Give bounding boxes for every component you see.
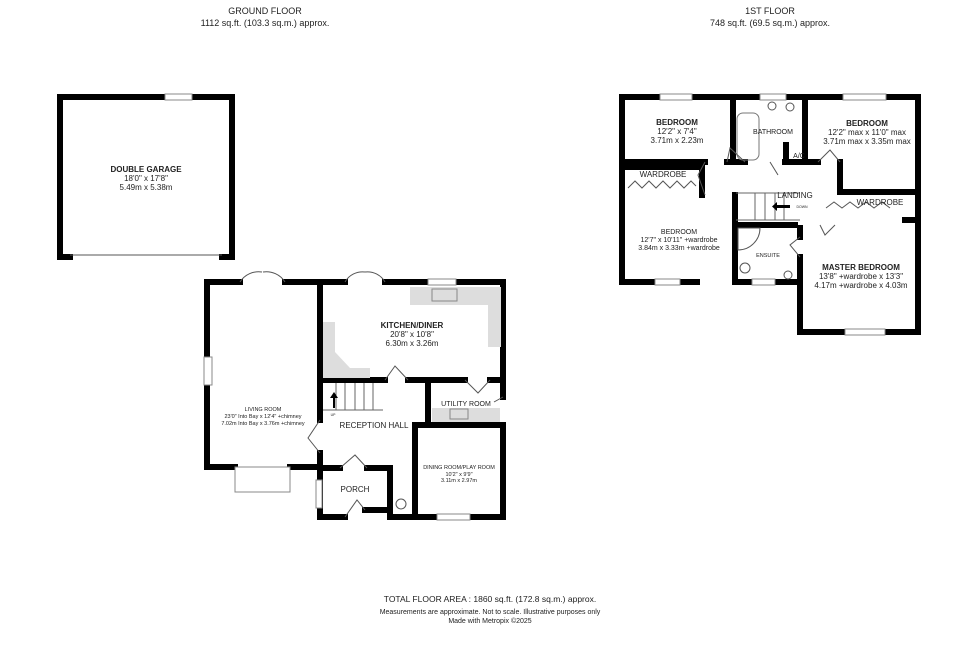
- bedroom-3-dim-metric: 3.71m max x 3.35m max: [823, 137, 911, 146]
- bedroom-2-dim-imperial: 12'2" x 7'4": [657, 127, 697, 136]
- bedroom-4-dim-imperial: 12'7" x 10'11" +wardrobe: [641, 237, 718, 244]
- first-floor-walls: [619, 93, 921, 336]
- landing-label: LANDING: [777, 191, 813, 200]
- bedroom-2-label: BEDROOM: [656, 118, 698, 127]
- bedroom-4-dim-metric: 3.84m x 3.33m +wardrobe: [638, 245, 720, 252]
- garage-label: DOUBLE GARAGE: [110, 165, 182, 174]
- utility-room-label: UTILITY ROOM: [441, 401, 491, 408]
- total-floor-area: TOTAL FLOOR AREA : 1860 sq.ft. (172.8 sq…: [384, 594, 596, 604]
- garage: [57, 93, 235, 260]
- ground-floor-title: GROUND FLOOR: [228, 6, 302, 16]
- kitchen-dim-imperial: 20'8" x 10'8": [390, 330, 434, 339]
- master-bedroom-dim-imperial: 13'8" +wardrobe x 13'3": [819, 272, 903, 281]
- dining-room-dim-metric: 3.11m x 2.97m: [441, 478, 477, 484]
- stairs-up-label: UP: [331, 413, 337, 417]
- bathroom-label: BATHROOM: [753, 129, 793, 136]
- dining-room-dim-imperial: 10'2" x 9'9": [445, 472, 472, 478]
- ground-floor-area: 1112 sq.ft. (103.3 sq.m.) approx.: [201, 18, 330, 28]
- wardrobe-label: WARDROBE: [640, 170, 687, 179]
- living-room-dim-imperial: 23'0" Into Bay x 12'4" +chimney: [224, 414, 301, 420]
- bedroom-4-label: BEDROOM: [661, 229, 697, 236]
- bedroom-3-dim-imperial: 12'2" max x 11'0" max: [828, 128, 906, 137]
- bedroom-2-dim-metric: 3.71m x 2.23m: [651, 136, 704, 145]
- kitchen-dim-metric: 6.30m x 3.26m: [386, 339, 439, 348]
- garage-dim-imperial: 18'0" x 17'8": [124, 174, 168, 183]
- disclaimer: Measurements are approximate. Not to sca…: [380, 609, 601, 616]
- ensuite-label: ENSUITE: [756, 253, 780, 259]
- first-floor-area: 748 sq.ft. (69.5 sq.m.) approx.: [710, 18, 830, 28]
- airing-cupboard-label: A/C: [793, 153, 805, 160]
- first-floor-title: 1ST FLOOR: [745, 6, 795, 16]
- master-wardrobe-label: WARDROBE: [857, 198, 904, 207]
- dining-room-label: DINING ROOM/PLAY ROOM: [423, 465, 495, 471]
- kitchen-label: KITCHEN/DINER: [381, 321, 444, 330]
- garage-dim-metric: 5.49m x 5.38m: [120, 183, 173, 192]
- master-bedroom-label: MASTER BEDROOM: [822, 263, 900, 272]
- credit: Made with Metropix ©2025: [448, 617, 531, 625]
- stairs-down-label: DOWN: [796, 205, 808, 209]
- living-room-label: LIVING ROOM: [245, 407, 282, 413]
- reception-hall-label: RECEPTION HALL: [340, 421, 409, 430]
- master-bedroom-dim-metric: 4.17m +wardrobe x 4.03m: [814, 281, 907, 290]
- bedroom-3-label: BEDROOM: [846, 119, 888, 128]
- living-room-dim-metric: 7.02m Into Bay x 3.76m +chimney: [221, 421, 305, 427]
- porch-label: PORCH: [341, 485, 370, 494]
- ground-floor-walls: [203, 271, 506, 521]
